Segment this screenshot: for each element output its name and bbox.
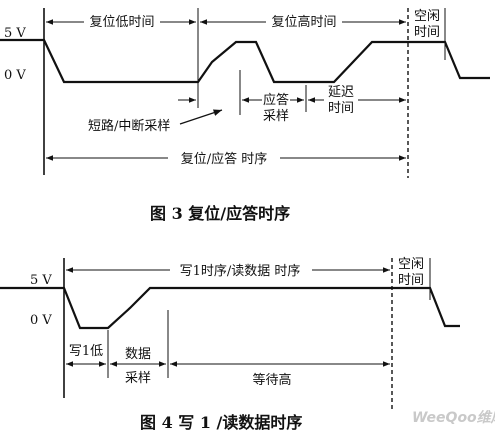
fig3-label-bg-reset-high xyxy=(266,12,342,30)
fig4-caption: 图 4 写 1 /读数据时序 xyxy=(140,413,302,432)
fig3-label-reset-high-time: 复位高时间 xyxy=(271,14,336,30)
fig3-label-5v: 5 V xyxy=(4,26,26,41)
fig3-label-reset-low-time: 复位低时间 xyxy=(89,15,154,30)
fig3-label-response-1: 应答 xyxy=(263,92,289,108)
fig4-label-bg-write1 xyxy=(68,342,106,358)
watermark-text: WeeQoo维库 xyxy=(412,409,495,426)
fig3-caption: 图 3 复位/应答时序 xyxy=(150,204,290,223)
fig4-label-0v: 0 V xyxy=(30,313,52,328)
fig4-label-bg-total xyxy=(170,261,312,279)
fig3-arrow-short-pointer xyxy=(179,109,223,125)
fig4-label-idle-1: 空闲 xyxy=(398,257,424,272)
fig4-label-write1-read-timing: 写1时序/读数据 时序 xyxy=(180,264,301,279)
fig3-label-response-2: 采样 xyxy=(263,109,289,124)
fig4-label-write1-low: 写1低 xyxy=(69,344,103,359)
fig3-label-delay-2: 时间 xyxy=(328,101,354,116)
fig3-label-reset-response-timing: 复位/应答 时序 xyxy=(181,151,268,167)
fig4-label-data-1: 数据 xyxy=(125,347,151,362)
figure-4-labels: 5 V 0 V 写1时序/读数据 时序 空闲 时间 写1低 数据 采样 等待高 … xyxy=(30,257,424,432)
fig3-label-bg-reset-low xyxy=(84,12,160,30)
fig3-label-short-break-sample: 短路/中断采样 xyxy=(88,118,170,134)
figure-3-reset-response-timing xyxy=(0,8,490,178)
fig4-label-data-2: 采样 xyxy=(125,371,151,386)
fig3-label-0v: 0 V xyxy=(4,68,26,83)
fig4-label-wait-high: 等待高 xyxy=(252,372,291,388)
fig4-label-idle-2: 时间 xyxy=(398,273,424,288)
fig4-label-5v: 5 V xyxy=(30,273,52,288)
fig3-label-bg-total xyxy=(168,149,280,167)
weeqoo-watermark-logo: WeeQoo维库 xyxy=(412,409,495,426)
fig3-label-delay-1: 延迟 xyxy=(328,85,354,100)
fig3-waveform xyxy=(0,38,490,84)
fig3-label-idle-1: 空闲 xyxy=(414,9,440,24)
figure-4-write1-read-timing xyxy=(0,258,460,410)
fig3-label-idle-2: 时间 xyxy=(414,25,440,40)
figure-3-labels: 5 V 0 V 复位低时间 复位高时间 空闲 时间 短路/中断采样 应答 采样 … xyxy=(4,9,440,223)
fig4-waveform xyxy=(0,286,460,330)
